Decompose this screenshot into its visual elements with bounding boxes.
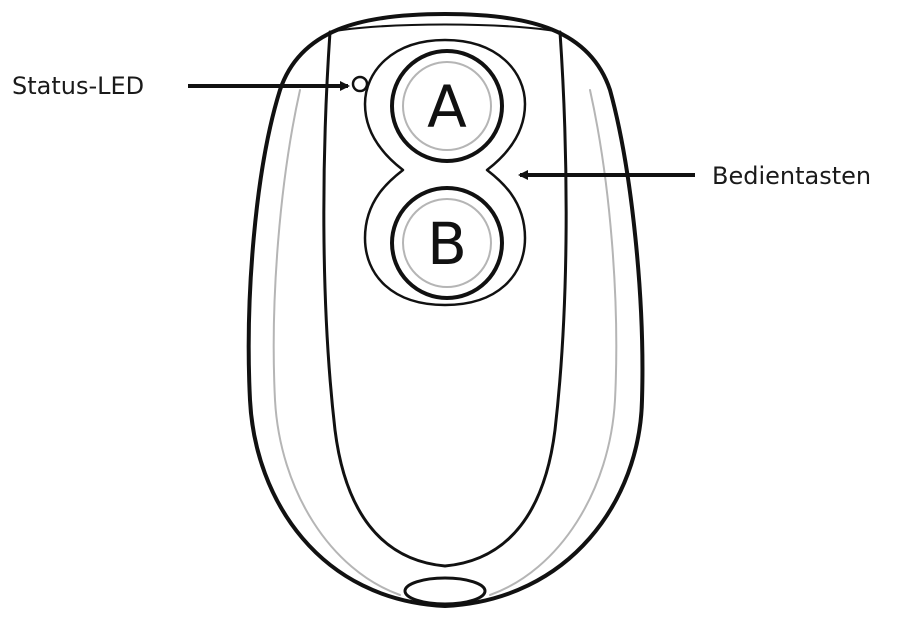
inner-bevel-right	[489, 89, 618, 596]
button-a[interactable]: A	[390, 49, 504, 163]
button-b-outer-ring	[390, 186, 504, 300]
remote-body	[246, 12, 645, 608]
button-surround-outline	[363, 38, 527, 307]
center-panel-top	[329, 23, 561, 33]
button-b[interactable]: B	[390, 186, 504, 300]
button-surround	[363, 38, 527, 307]
outer-shell-outline	[246, 12, 645, 608]
button-a-letter: A	[427, 73, 467, 141]
button-b-inner-ring	[402, 198, 492, 288]
bedientasten-label: Bedientasten	[712, 162, 871, 190]
led-indicator-icon	[351, 75, 369, 93]
inner-bevel-left	[272, 89, 401, 596]
status-led-label: Status-LED	[12, 72, 144, 100]
keyring-hole	[403, 576, 487, 606]
button-a-outer-ring	[390, 49, 504, 163]
button-a-inner-ring	[402, 61, 492, 151]
button-b-letter: B	[427, 210, 467, 278]
center-panel-outline	[322, 30, 568, 568]
